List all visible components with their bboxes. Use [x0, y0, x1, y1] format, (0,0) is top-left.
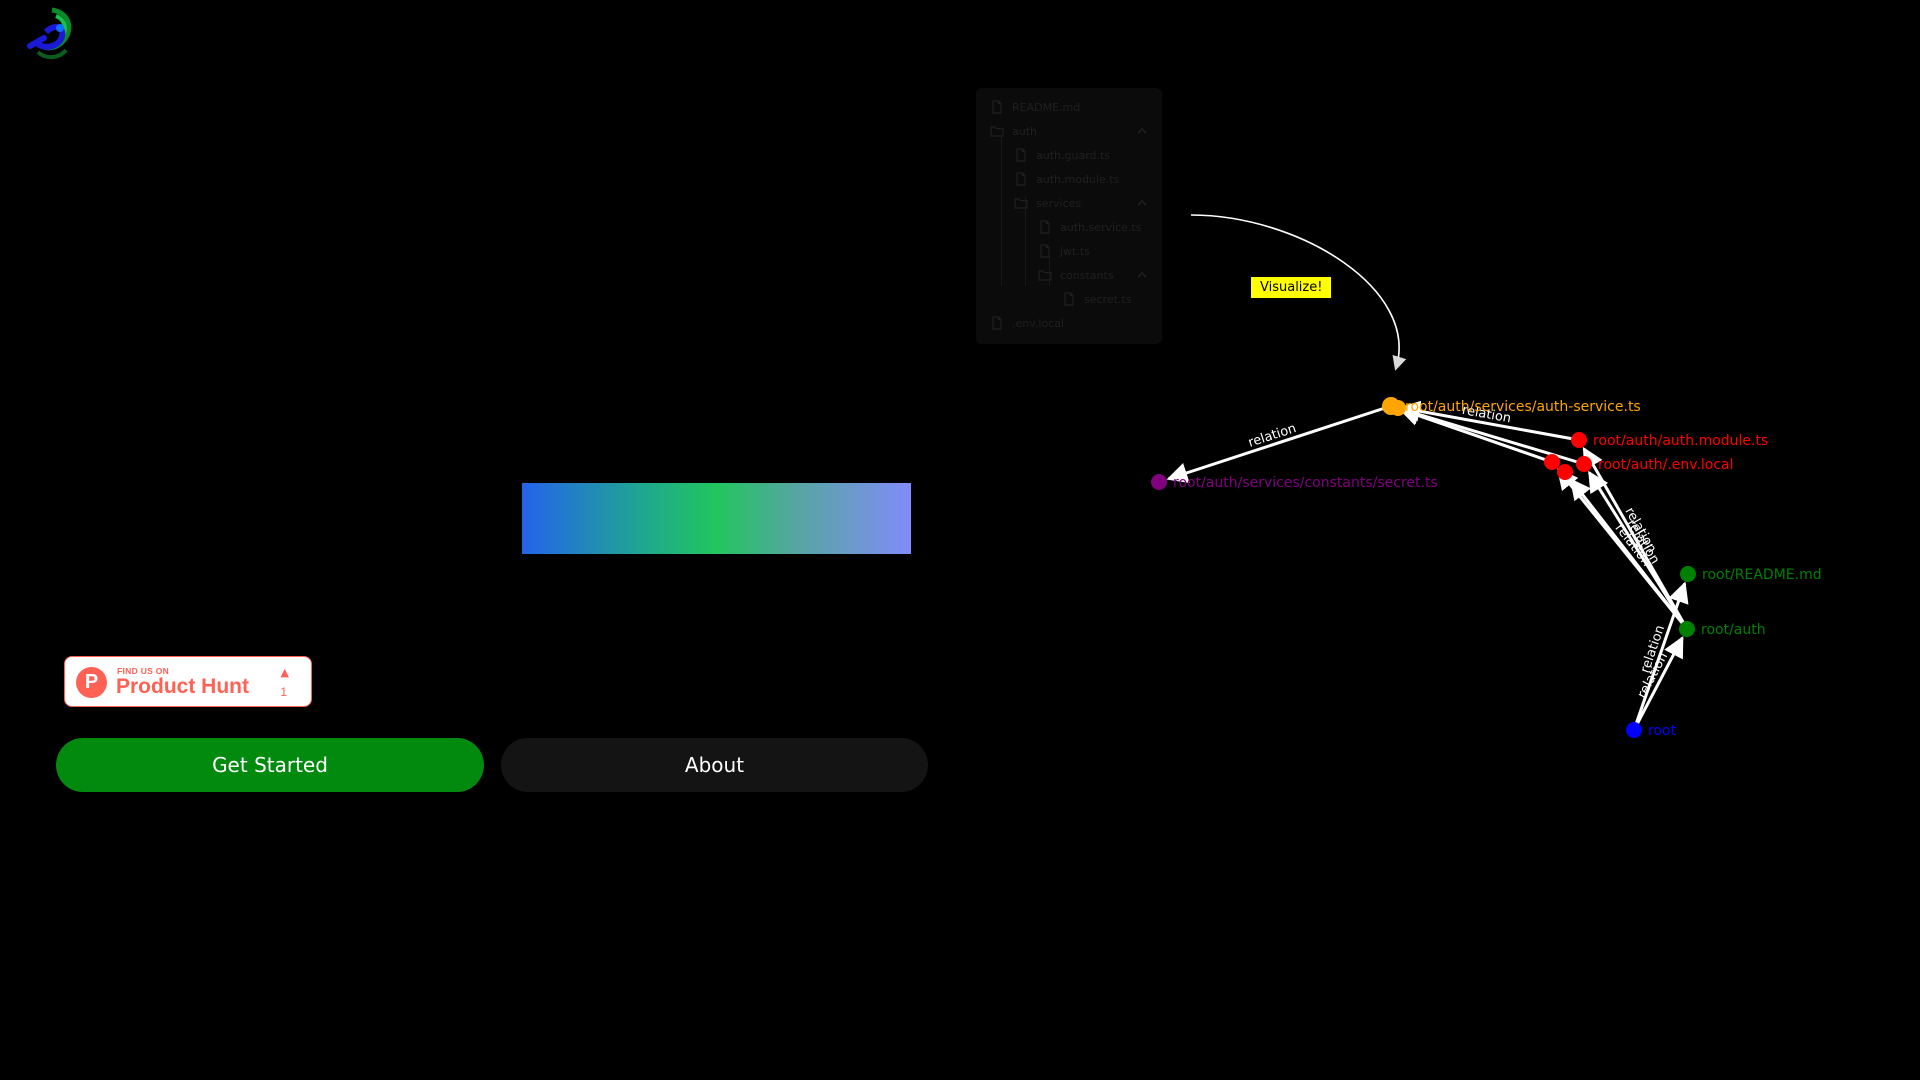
visualize-button[interactable]: Visualize!: [1251, 277, 1332, 298]
triangle-up-icon: ▲: [280, 666, 289, 679]
graph-node-dot[interactable]: [1390, 400, 1406, 416]
get-started-button[interactable]: Get Started: [56, 738, 484, 792]
graph-node-dot[interactable]: [1680, 566, 1696, 582]
tree-item-label: auth.module.ts: [1036, 172, 1120, 186]
graph-edge-label: relation: [1635, 650, 1671, 701]
tree-file-README.md[interactable]: README.md: [990, 98, 1156, 116]
product-hunt-upvote-count: 1: [280, 685, 287, 699]
graph-node-dot[interactable]: [1679, 621, 1695, 637]
chevron-up-icon[interactable]: [1136, 197, 1148, 209]
graph-node-secret[interactable]: root/auth/services/constants/secret.ts: [1151, 474, 1438, 491]
tree-item-label: jwt.ts: [1060, 244, 1090, 258]
graph-edge-guard-service: [1398, 405, 1553, 464]
graph-node-label: root/auth/services/constants/secret.ts: [1173, 475, 1438, 491]
product-hunt-find-label: FIND US ON: [117, 666, 170, 676]
graph-node-label: root/auth/services/auth-service.ts: [1405, 399, 1641, 415]
graph-node-label: root: [1648, 723, 1677, 739]
graph-edge-root-readme: [1632, 581, 1689, 731]
graph-nodes: root root/auth root/README.md root/auth/aut…: [1151, 397, 1822, 739]
tree-file-auth.guard.ts[interactable]: auth.guard.ts: [1014, 146, 1156, 164]
folder-icon: [1038, 270, 1052, 281]
product-hunt-badge[interactable]: P FIND US ON Product Hunt ▲ 1: [64, 656, 312, 707]
file-icon: [992, 316, 1002, 330]
tree-guide-line: [1025, 196, 1026, 286]
file-icon: [1040, 220, 1050, 234]
tree-file-auth.service.ts[interactable]: auth.service.ts: [1038, 218, 1156, 236]
chevron-up-icon[interactable]: [1136, 125, 1148, 137]
graph-node-env[interactable]: root/auth/.env.local: [1576, 456, 1734, 473]
graph-node-label: root/auth/.env.local: [1598, 457, 1734, 473]
graph-node-dot[interactable]: [1626, 722, 1642, 738]
swirl-logo-icon[interactable]: [24, 6, 78, 64]
graph-node-label: root/auth: [1701, 622, 1766, 638]
chevron-up-icon[interactable]: [1136, 269, 1148, 281]
graph-node-readme[interactable]: root/README.md: [1680, 566, 1822, 583]
graph-node-dot[interactable]: [1557, 464, 1573, 480]
graph-node-module[interactable]: root/auth/auth.module.ts: [1571, 432, 1768, 449]
product-hunt-name: Product Hunt: [116, 675, 249, 698]
tree-guide-line: [1001, 136, 1002, 286]
hero-gradient-bar: [522, 483, 911, 554]
tree-item-label: services: [1036, 196, 1082, 210]
graph-node-service[interactable]: root/auth/services/auth-service.ts: [1382, 397, 1641, 416]
tree-item-label: README.md: [1012, 100, 1081, 114]
graph-node-dot[interactable]: [1571, 432, 1587, 448]
tree-folder-constants[interactable]: constants: [1038, 266, 1156, 284]
graph-edge-service-secret: [1166, 404, 1392, 483]
product-hunt-logo-icon: P: [76, 667, 107, 698]
graph-edge-root-auth: [1632, 635, 1684, 731]
graph-node-dot[interactable]: [1576, 456, 1592, 472]
graph-edge-label: relation: [1638, 623, 1668, 675]
file-icon: [1064, 292, 1074, 306]
tree-file-secret.ts[interactable]: secret.ts: [1062, 290, 1156, 308]
file-tree-panel: README.md auth auth.guard.ts auth.module.ts…: [976, 88, 1162, 344]
tree-item-label: auth.service.ts: [1060, 220, 1142, 234]
graph-node-root[interactable]: root: [1626, 722, 1677, 739]
graph-node-auth[interactable]: root/auth: [1679, 621, 1766, 638]
graph-node-dot[interactable]: [1151, 474, 1167, 490]
tree-item-label: auth: [1012, 124, 1037, 138]
tree-item-label: auth.guard.ts: [1036, 148, 1111, 162]
graph-node-jwt[interactable]: [1557, 464, 1573, 480]
file-icon: [1016, 172, 1026, 186]
tree-folder-auth[interactable]: auth: [990, 122, 1156, 140]
graph-node-guard[interactable]: [1544, 454, 1560, 470]
folder-icon: [990, 126, 1004, 137]
tree-item-label: .env.local: [1012, 316, 1065, 330]
tree-file-auth.module.ts[interactable]: auth.module.ts: [1014, 170, 1156, 188]
tree-guide-line: [1049, 256, 1050, 286]
graph-edge-auth-module: [1582, 446, 1689, 630]
tree-item-label: secret.ts: [1084, 292, 1132, 306]
graph-edge-label: relation: [1612, 521, 1654, 569]
graph-edge-label: relation: [1623, 517, 1662, 567]
graph-node-label: root/auth/auth.module.ts: [1593, 433, 1768, 449]
graph-edge-auth-env: [1588, 470, 1689, 630]
tree-file-.env.local[interactable]: .env.local: [990, 314, 1156, 332]
graph-edge-label: relation: [1622, 505, 1660, 555]
graph-edge-label: relation: [1246, 421, 1298, 451]
about-button[interactable]: About: [501, 738, 928, 792]
graph-edges: [1166, 400, 1689, 731]
tree-folder-services[interactable]: services: [1014, 194, 1156, 212]
file-icon: [992, 100, 1002, 114]
graph-edge-auth-jwt: [1569, 478, 1689, 630]
graph-edge-auth-guard: [1556, 468, 1689, 630]
file-icon: [1040, 244, 1050, 258]
graph-node-dot[interactable]: [1544, 454, 1560, 470]
folder-icon: [1014, 198, 1028, 209]
tree-file-jwt.ts[interactable]: jwt.ts: [1038, 242, 1156, 260]
file-icon: [1016, 148, 1026, 162]
graph-node-label: root/README.md: [1702, 567, 1822, 583]
tree-item-label: constants: [1060, 268, 1114, 282]
